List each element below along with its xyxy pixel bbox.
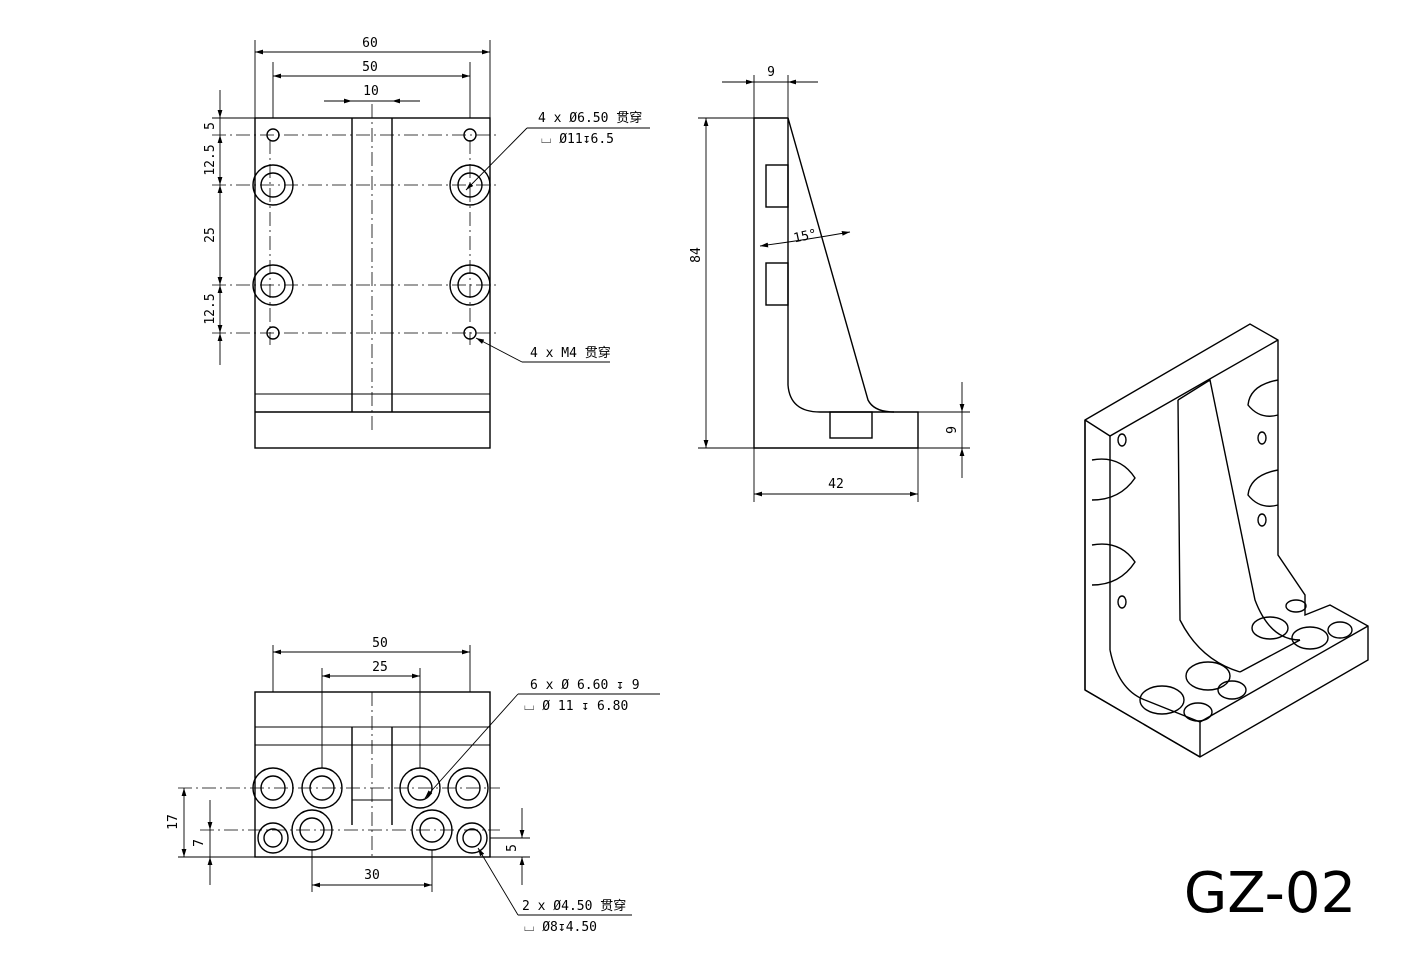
dim-9-base: 9 [945,426,960,434]
dim-50: 50 [362,60,378,75]
note-thru-1: 2 x Ø4.50 贯穿 [522,898,626,914]
top-view: 60 50 10 5 12.5 25 12.5 4 x Ø6.50 贯穿 ⌴ Ø… [203,36,650,449]
bottom-view: 50 25 17 7 5 30 6 x Ø 6.60 ↧ 9 ⌴ Ø 11 ↧ … [166,636,660,935]
dim-25: 25 [203,227,218,243]
isometric-view [1084,323,1369,758]
iso-outline [1084,323,1369,758]
dim-84: 84 [689,247,704,263]
top-view-cbore-holes [252,164,491,306]
dim-42: 42 [828,477,844,492]
dim-17: 17 [166,814,181,830]
bottom-view-outline [254,691,491,858]
note-bottom-cbore-1: 6 x Ø 6.60 ↧ 9 [530,678,640,693]
dim-7: 7 [192,839,207,847]
dim-5: 5 [203,122,218,130]
dim-60: 60 [362,36,378,51]
dim-12-5-a: 12.5 [203,144,218,175]
bottom-view-thru-holes [257,822,488,854]
dim-10: 10 [363,84,379,99]
note-cbore-2: ⌴ Ø11↧6.5 [541,132,614,147]
side-view: 9 84 15° 9 42 [689,65,970,502]
note-bottom-cbore-2: ⌴ Ø 11 ↧ 6.80 [524,699,628,714]
side-view-outline [753,117,919,449]
top-view-tap-holes [266,128,477,340]
dim-angle: 15° [792,227,818,247]
note-tap: 4 x M4 贯穿 [530,345,611,361]
dim-9-wall: 9 [767,65,775,80]
dim-12-5-b: 12.5 [203,293,218,324]
dim-bottom-5: 5 [505,844,520,852]
dim-30: 30 [364,868,380,883]
top-view-outline [254,117,491,449]
part-number: GZ-02 [1184,861,1356,926]
note-cbore-1: 4 x Ø6.50 贯穿 [538,110,642,126]
dim-bottom-50: 50 [372,636,388,651]
note-thru-2: ⌴ Ø8↧4.50 [524,920,597,935]
dim-bottom-25: 25 [372,660,388,675]
